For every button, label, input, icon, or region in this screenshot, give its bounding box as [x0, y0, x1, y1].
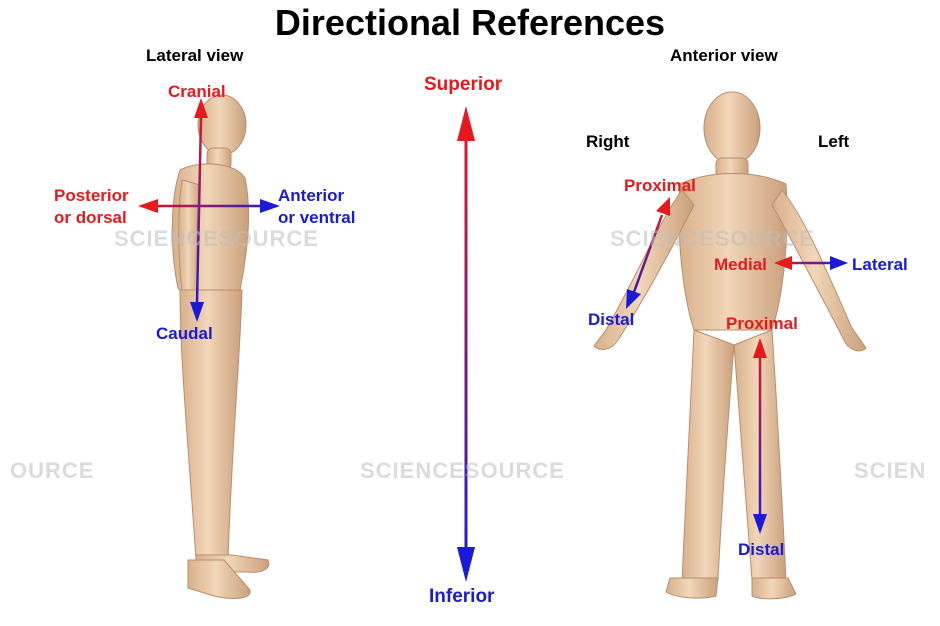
cranial-label: Cranial	[168, 82, 226, 101]
superior-inferior-arrow	[457, 106, 475, 582]
lateral-figure	[171, 94, 270, 599]
leg-proximal-label: Proximal	[726, 314, 798, 333]
leg-distal-label: Distal	[738, 540, 785, 559]
anterior-label-line2: or ventral	[278, 208, 356, 227]
anterior-view-heading: Anterior view	[670, 46, 778, 65]
posterior-anterior-arrow	[138, 199, 280, 213]
lateral-label: Lateral	[852, 255, 908, 274]
arm-distal-label: Distal	[588, 310, 635, 329]
cranial-caudal-arrow	[190, 98, 208, 322]
inferior-label: Inferior	[429, 586, 495, 607]
superior-label: Superior	[424, 74, 503, 95]
medial-label: Medial	[714, 255, 767, 274]
watermark-text: SCIENCESOURCE	[360, 458, 565, 483]
arm-proximal-distal-arrow	[626, 197, 670, 309]
right-side-label: Right	[586, 132, 630, 151]
watermark-text: OURCE	[10, 458, 95, 483]
page-title: Directional References	[274, 2, 666, 43]
posterior-label: Posterior	[54, 186, 129, 205]
caudal-label: Caudal	[156, 324, 213, 343]
left-side-label: Left	[818, 132, 850, 151]
watermark-text: SCIEN	[854, 458, 927, 483]
arm-proximal-label: Proximal	[624, 176, 696, 195]
anterior-label: Anterior	[278, 186, 345, 205]
medial-lateral-arrow	[774, 256, 848, 270]
posterior-label-line2: or dorsal	[54, 208, 127, 227]
anterior-figure	[593, 91, 867, 600]
watermark-text: SCIENCESOURCE	[610, 226, 815, 251]
watermark-text: SCIENCESOURCE	[114, 226, 319, 251]
lateral-view-heading: Lateral view	[146, 46, 244, 65]
leg-proximal-distal-arrow	[753, 338, 767, 534]
